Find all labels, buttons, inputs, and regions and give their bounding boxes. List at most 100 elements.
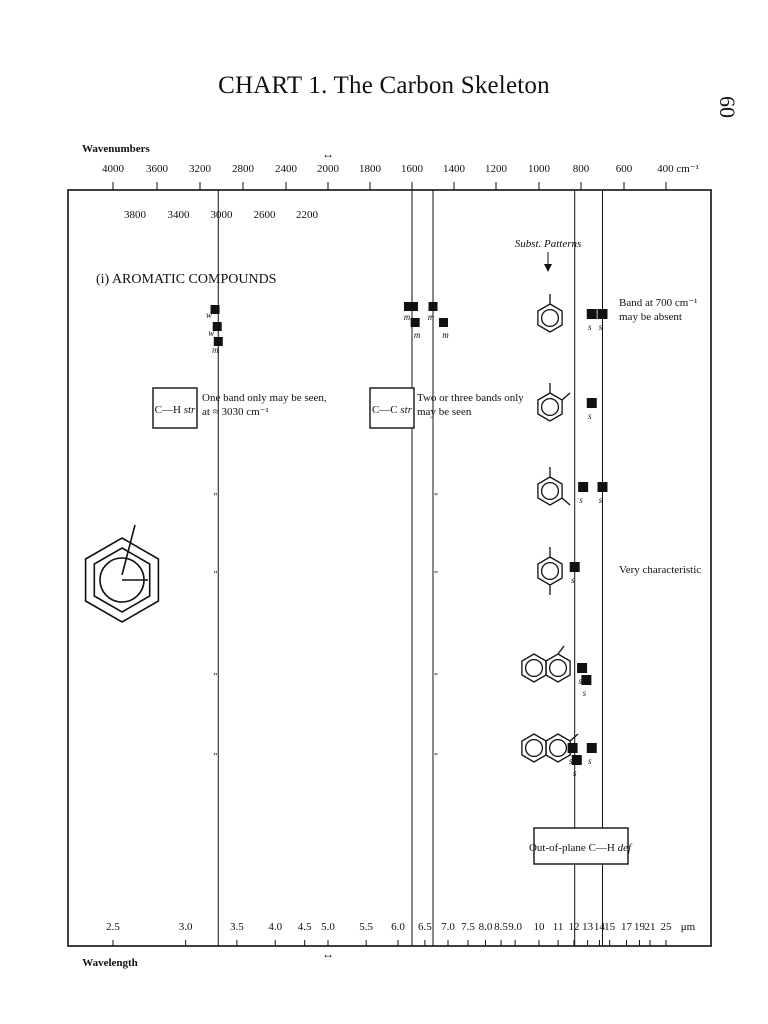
- bottom-tick-label: 8.5: [494, 921, 508, 933]
- ch-note: One band only may be seen,: [202, 392, 327, 404]
- bottom-tick-label: 25: [661, 921, 673, 933]
- oop-def-box: [533, 827, 629, 865]
- intensity-label: m: [212, 345, 219, 355]
- ch-note: at ≈ 3030 cm⁻¹: [202, 406, 269, 418]
- intensity-label: s: [588, 411, 592, 421]
- band-marker: [428, 302, 438, 311]
- intensity-label: m: [428, 312, 435, 322]
- band-marker: [403, 302, 418, 311]
- subst-note: Band at 700 cm⁻¹: [619, 297, 697, 309]
- ditto-mark: ": [213, 492, 217, 503]
- top-tick-label-lower: 3400: [168, 209, 191, 221]
- ditto-mark: ": [213, 672, 217, 683]
- subst-band-marker: [586, 743, 597, 753]
- bottom-tick-label: 19: [634, 921, 646, 933]
- substituent-bond: [561, 497, 571, 506]
- top-tick-label: 800: [573, 163, 590, 175]
- para-ring-circle: [540, 561, 560, 581]
- bottom-tick-label: 7.0: [441, 921, 455, 933]
- top-tick-label-lower: 3000: [211, 209, 234, 221]
- subst-patterns-label: Subst. Patterns: [515, 238, 582, 250]
- mono-ring: [537, 303, 563, 333]
- subst-band-marker: [597, 309, 608, 319]
- scale-break-arrow-top: ↔: [322, 147, 334, 161]
- top-tick-label: 400 cm⁻¹: [657, 163, 699, 175]
- substituent-bond: [557, 645, 565, 655]
- bottom-tick-label: 17: [621, 921, 633, 933]
- top-tick-label: 600: [616, 163, 633, 175]
- ditto-mark: ": [213, 752, 217, 763]
- bottom-tick-label: 7.5: [461, 921, 475, 933]
- bottom-tick-label: 5.5: [359, 921, 373, 933]
- bottom-tick-label: 3.0: [179, 921, 193, 933]
- band-marker: [439, 318, 448, 327]
- ch-str-box: [152, 387, 198, 429]
- ring-structures: [521, 294, 579, 763]
- naphthalene-ring-a-circle: [524, 738, 544, 758]
- bottom-tick-label: 12: [569, 921, 580, 933]
- ch-str-label: C—H str: [155, 404, 196, 416]
- meta-ring: [537, 476, 563, 506]
- oop-def-label: Out-of-plane C—H def: [529, 842, 633, 854]
- bottom-tick-label: 5.0: [321, 921, 335, 933]
- intensity-label: s: [583, 688, 587, 698]
- top-tick-label: 2800: [232, 163, 255, 175]
- bottom-tick-label: 15: [604, 921, 616, 933]
- naphthalene-ring-a-circle: [524, 658, 544, 678]
- top-tick-label-lower: 3800: [124, 209, 147, 221]
- subst-band-marker: [578, 482, 589, 492]
- large-benzene-inner: [93, 547, 151, 613]
- cc-note: Two or three bands only: [417, 392, 524, 404]
- ditto-mark: ": [434, 752, 438, 763]
- substituent-bond: [569, 733, 579, 742]
- subst-arrow-head: [544, 264, 552, 272]
- intensity-label: s: [569, 756, 573, 766]
- bottom-tick-label: 3.5: [230, 921, 244, 933]
- subst-band-marker: [577, 663, 588, 673]
- band-marker: [213, 337, 223, 346]
- top-axis-label: Wavenumbers: [82, 143, 151, 155]
- band-marker: [212, 322, 222, 331]
- bottom-axis-label: Wavelength: [82, 957, 138, 969]
- mono-ring-circle: [540, 308, 560, 328]
- top-tick-label-lower: 2600: [254, 209, 277, 221]
- subst-band-marker: [597, 482, 608, 492]
- intensity-label: s: [578, 676, 582, 686]
- intensity-label: m: [414, 330, 421, 340]
- cc-str-label: C—C str: [372, 404, 413, 416]
- ditto-mark: ": [213, 570, 217, 581]
- bottom-tick-label: 6.5: [418, 921, 432, 933]
- top-tick-label: 1400: [443, 163, 466, 175]
- chart-title: CHART 1. The Carbon Skeleton: [218, 72, 550, 99]
- naphthalene-ring-b: [545, 653, 571, 683]
- intensity-label: s: [579, 495, 583, 505]
- cc-str-box: [369, 387, 415, 429]
- intensity-label: s: [588, 322, 592, 332]
- ditto-mark: ": [434, 570, 438, 581]
- large-benzene-bond: [121, 524, 136, 576]
- ortho-ring-circle: [540, 397, 560, 417]
- subst-note: Very characteristic: [619, 564, 701, 576]
- intensity-label: s: [599, 322, 603, 332]
- naphthalene-ring-b-circle: [548, 738, 568, 758]
- top-tick-label: 4000: [102, 163, 125, 175]
- intensity-label: w: [208, 328, 214, 338]
- band-marker: [410, 318, 420, 327]
- substituent-bond: [561, 392, 571, 401]
- bottom-tick-label: 13: [582, 921, 594, 933]
- subst-band-marker: [586, 309, 597, 319]
- top-tick-label: 1200: [485, 163, 508, 175]
- subst-note: may be absent: [619, 311, 682, 323]
- subst-band-marker: [567, 743, 578, 753]
- top-tick-label: 1800: [359, 163, 382, 175]
- bottom-tick-label: 4.5: [298, 921, 312, 933]
- section-heading: (i) AROMATIC COMPOUNDS: [96, 272, 276, 287]
- large-benzene-ring: [84, 537, 160, 623]
- intensity-label: s: [573, 768, 577, 778]
- top-tick-label: 1000: [528, 163, 551, 175]
- cc-note: may be seen: [417, 406, 472, 418]
- bottom-tick-label: 6.0: [391, 921, 405, 933]
- band-marker: [210, 305, 220, 314]
- bottom-tick-label: 21: [645, 921, 656, 933]
